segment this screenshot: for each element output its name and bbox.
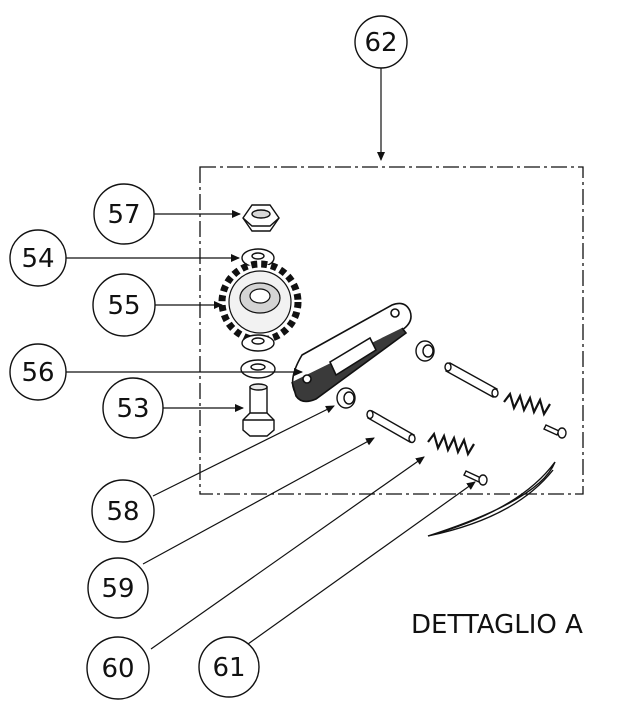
part-61-screw-left [463,470,488,486]
leader-59 [142,437,375,565]
leader-60 [150,456,425,650]
balloon-60: 60 [86,636,150,700]
leader-lines [66,68,476,650]
part-59-pin-left [366,409,416,444]
balloon-56: 56 [9,343,67,401]
leader-61 [247,481,476,645]
part-60-spring-left [427,431,475,457]
part-57-hex-nut [242,204,280,232]
balloon-57: 57 [93,183,155,245]
balloon-60-label: 60 [101,654,134,684]
balloon-56-label: 56 [21,358,54,388]
part-59-pin-right [444,362,499,398]
balloon-62-label: 62 [364,28,397,58]
balloon-54: 54 [9,229,67,287]
detail-caption: DETTAGLIO A [411,610,583,640]
part-56-washer [240,359,276,379]
balloon-57-label: 57 [107,200,140,230]
part-56-plate [291,302,412,403]
balloon-58-label: 58 [106,497,139,527]
balloon-62: 62 [354,15,408,69]
part-curved-blade [427,461,556,537]
part-washer-upper [241,334,275,352]
balloon-58: 58 [91,479,155,543]
part-61-screw-right [543,424,567,439]
part-60-spring-right [503,391,551,417]
balloon-59-label: 59 [101,574,134,604]
balloon-55: 55 [92,273,156,337]
part-58-bushing-left [336,387,356,409]
balloon-54-label: 54 [21,244,54,274]
detail-frame [199,166,584,495]
balloon-55-label: 55 [107,291,140,321]
balloon-59: 59 [87,557,149,619]
part-58-bushing-right [415,340,435,362]
balloon-61: 61 [198,636,260,698]
part-55-sprocket [218,260,302,344]
part-53-shoulder-bolt [242,383,275,437]
balloon-61-label: 61 [212,653,245,683]
balloon-53-label: 53 [116,394,149,424]
balloon-53: 53 [102,377,164,439]
leader-58 [152,405,335,497]
